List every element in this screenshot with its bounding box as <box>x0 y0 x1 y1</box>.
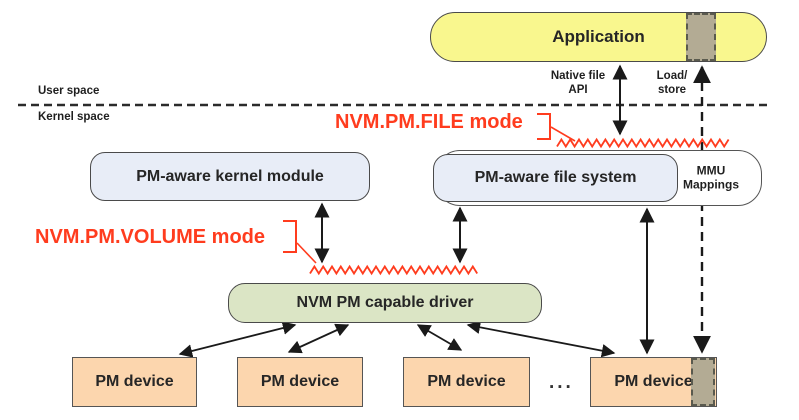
devices-ellipsis-label: ... <box>549 372 574 393</box>
volume-mode-zigzag <box>309 264 478 276</box>
native-file-api-label: Native file API <box>550 70 606 97</box>
nvm-pm-capable-driver-label: NVM PM capable driver <box>296 294 474 311</box>
driver-device-arrow-3 <box>416 324 463 351</box>
pm-device-box: PM device <box>590 357 717 407</box>
driver-device-arrow-2 <box>287 323 350 354</box>
driver-device-arrow-4 <box>466 320 616 358</box>
load-store-label: Load/ store <box>656 70 688 97</box>
pm-device-label: PM device <box>95 373 174 390</box>
nvm-pm-volume-mode-label: NVM.PM.VOLUME mode <box>35 226 266 248</box>
mmu-mappings-label: MMU Mappings <box>683 163 739 192</box>
file-mode-connector <box>550 126 576 142</box>
nvm-pm-capable-driver-box: NVM PM capable driver <box>228 283 542 323</box>
pm-aware-file-system-label: PM-aware file system <box>474 169 637 186</box>
pm-device-box: PM device <box>72 357 197 407</box>
driver-device-arrow-1 <box>178 321 297 358</box>
pm-device-label: PM device <box>427 373 506 390</box>
file-mode-bracket <box>537 113 551 140</box>
file-mode-zigzag <box>556 137 730 149</box>
pm-aware-kernel-module-label: PM-aware kernel module <box>136 167 324 185</box>
pm-aware-file-system-box: PM-aware file system <box>433 154 678 202</box>
application-label: Application <box>552 27 645 46</box>
pm-device-label: PM device <box>260 373 340 390</box>
pm-device-mapped-region-block <box>691 358 715 406</box>
volume-mode-bracket <box>283 220 297 253</box>
application-mapped-region-block <box>686 13 716 61</box>
pm-device-label: PM device <box>614 373 693 390</box>
pm-aware-kernel-module-box: PM-aware kernel module <box>90 152 370 201</box>
volume-mode-connector <box>296 242 317 264</box>
kernel-space-label: Kernel space <box>38 111 110 123</box>
nvm-pm-file-mode-label: NVM.PM.FILE mode <box>335 111 523 133</box>
pm-device-box: PM device <box>403 357 530 407</box>
application-box: Application <box>430 12 767 62</box>
user-space-label: User space <box>38 85 100 97</box>
pm-device-box: PM device <box>237 357 363 407</box>
